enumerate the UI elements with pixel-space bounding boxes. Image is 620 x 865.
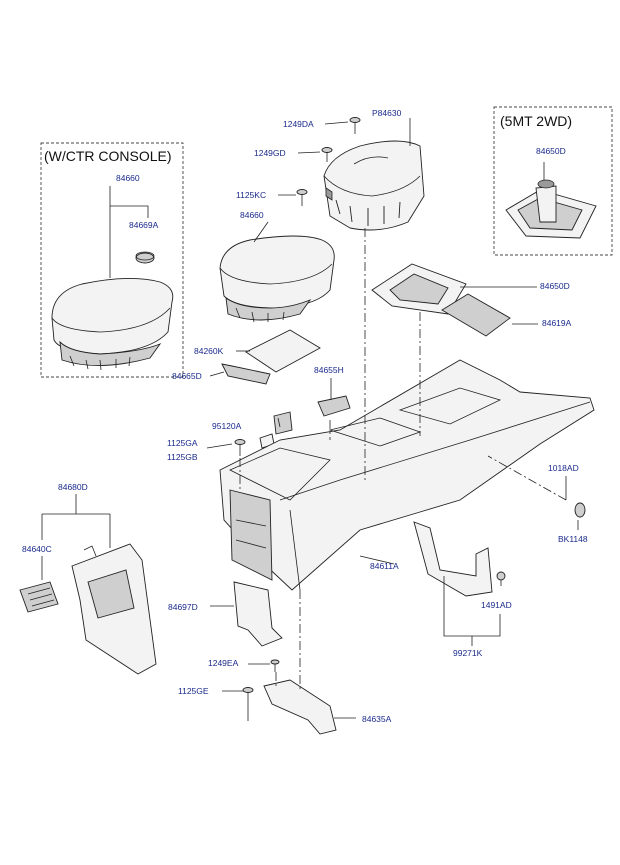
label-95120a: 95120A xyxy=(212,421,242,431)
label-1249da: 1249DA xyxy=(283,119,314,129)
clip-84665d-drawing xyxy=(221,363,271,385)
shift-boot-drawing xyxy=(505,179,597,239)
bolt-1491ad xyxy=(496,571,506,586)
ctr-console-option-box xyxy=(40,142,184,378)
shift-plate-drawing xyxy=(371,263,467,315)
label-84655h: 84655H xyxy=(314,365,344,375)
label-99271k: 99271K xyxy=(453,648,483,658)
label-1125gb: 1125GB xyxy=(167,452,198,462)
label-84669a: 84669A xyxy=(129,220,159,230)
mt-2wd-header: (5MT 2WD) xyxy=(500,113,573,129)
armrest-option-drawing xyxy=(51,277,174,371)
cap-84669a-drawing xyxy=(135,251,155,264)
mat-84260k-drawing xyxy=(245,329,321,373)
grille-84640c-drawing xyxy=(19,581,59,613)
label-p84630: P84630 xyxy=(372,108,402,118)
console-body-drawing xyxy=(219,359,595,591)
leader-lines xyxy=(41,118,579,719)
assembly-dashed-lines xyxy=(239,228,567,722)
label-1125kc: 1125KC xyxy=(236,190,267,200)
bracket-84635a-drawing xyxy=(263,679,337,735)
label-bk1148: BK1148 xyxy=(558,534,588,544)
plug-bk1148 xyxy=(574,502,586,518)
cover-84655h-drawing xyxy=(317,395,351,417)
screw-1249da xyxy=(349,117,361,134)
label-84260k: 84260K xyxy=(194,346,224,356)
pad-84619a-drawing xyxy=(441,293,511,337)
bracket-84697d-drawing xyxy=(233,581,283,647)
label-84650d: 84650D xyxy=(540,281,570,291)
label-1249ea: 1249EA xyxy=(208,658,239,668)
label-84660: 84660 xyxy=(240,210,264,220)
label-84619a: 84619A xyxy=(542,318,572,328)
mt-2wd-option-box xyxy=(493,106,613,256)
label-84611a: 84611A xyxy=(370,561,399,571)
label-1125ga: 1125GA xyxy=(167,438,198,448)
label-84650d-option: 84650D xyxy=(536,146,566,156)
screw-1125kc xyxy=(296,189,308,206)
label-84640c: 84640C xyxy=(22,544,52,554)
rear-cover-drawing xyxy=(71,543,157,675)
label-1018ad: 1018AD xyxy=(548,463,579,473)
label-84665d: 84665D xyxy=(172,371,202,381)
label-84697d: 84697D xyxy=(168,602,198,612)
bracket-99271k-drawing xyxy=(413,521,493,597)
screw-1249gd xyxy=(321,147,333,162)
label-1125ge: 1125GE xyxy=(178,686,209,696)
label-1491ad: 1491AD xyxy=(481,600,512,610)
label-84660-option: 84660 xyxy=(116,173,140,183)
armrest-main-drawing xyxy=(219,235,335,323)
ctr-console-header: (W/CTR CONSOLE) xyxy=(44,148,172,164)
screw-1249ea xyxy=(270,659,280,672)
label-84680d: 84680D xyxy=(58,482,88,492)
bolt-1125ga xyxy=(234,439,246,456)
bolt-1125ge xyxy=(242,687,254,712)
storage-box-drawing xyxy=(323,140,425,231)
label-84635a: 84635A xyxy=(362,714,392,724)
socket-95120a-drawing xyxy=(259,411,293,449)
label-1249gd: 1249GD xyxy=(254,148,286,158)
